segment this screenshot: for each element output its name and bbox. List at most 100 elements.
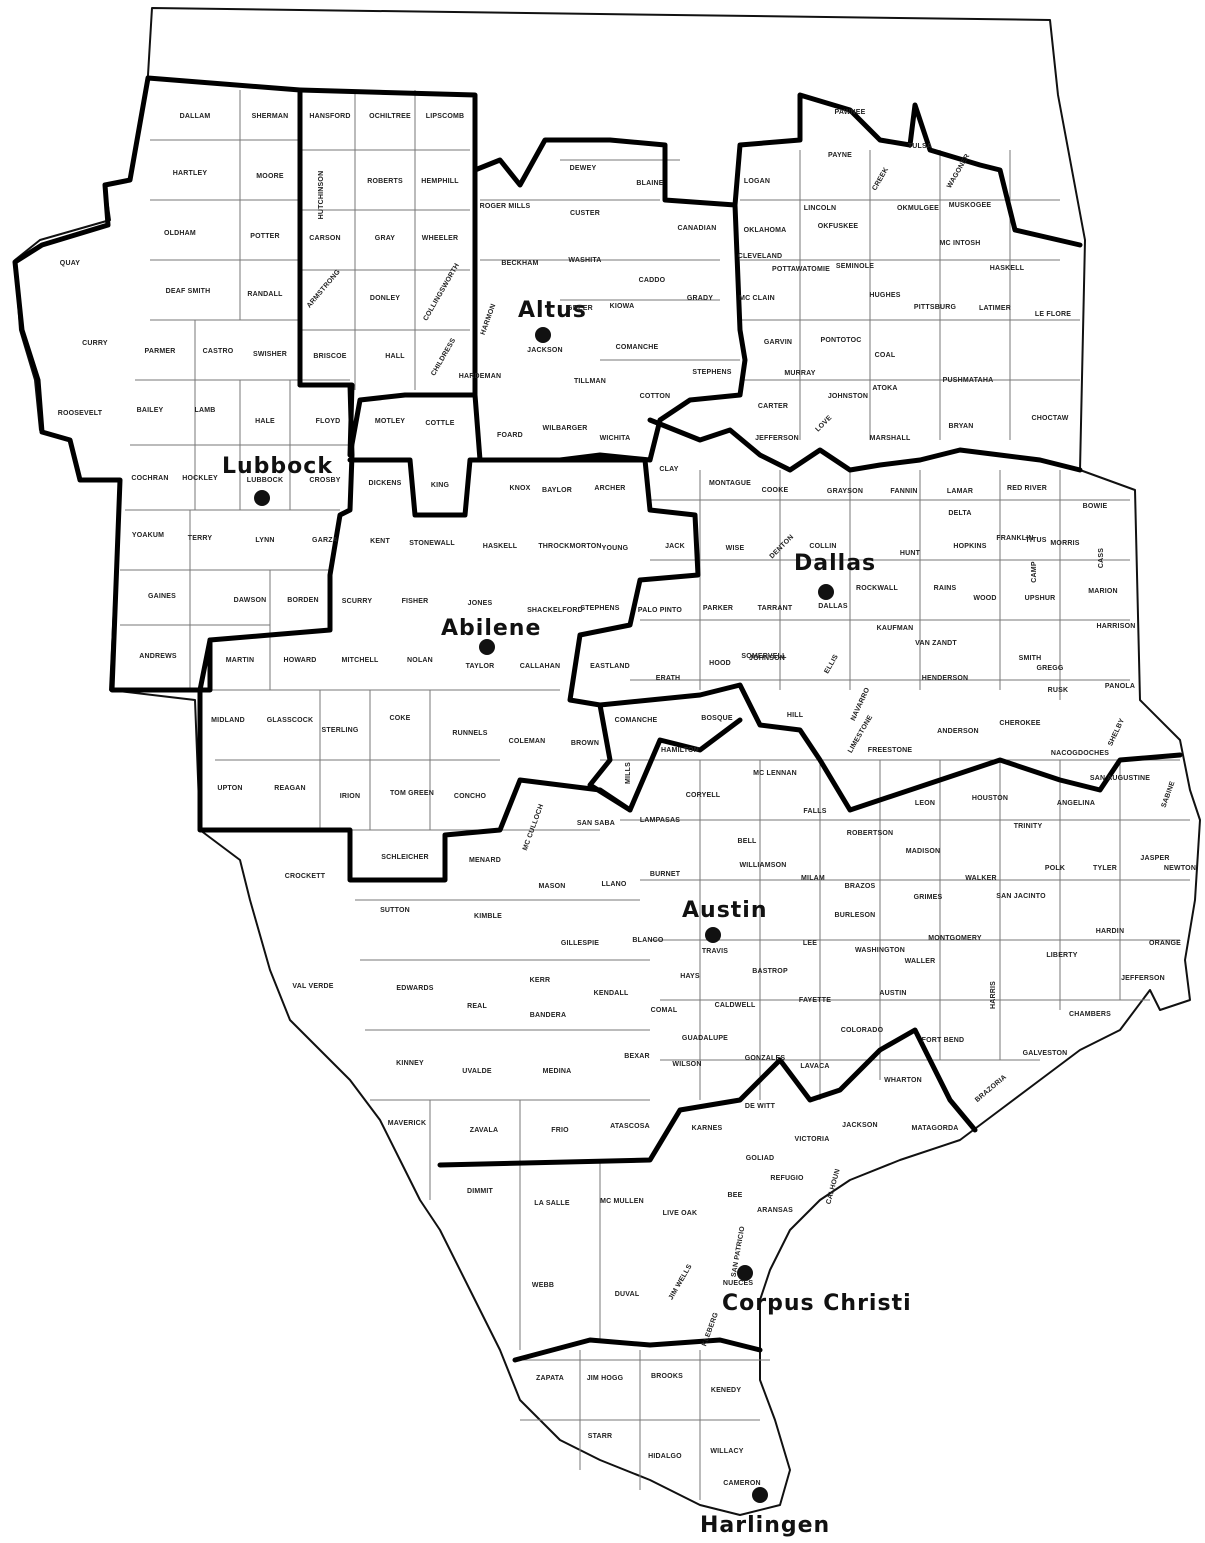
county-label: MC CURTAIN <box>0 0 23 2</box>
county-label: GRADY <box>687 295 713 302</box>
oklahoma-border-boundary <box>647 417 1083 473</box>
county-label: JASPER <box>1140 855 1169 862</box>
county-label: GLASSCOCK <box>267 717 314 724</box>
county-label: MATAGORDA <box>911 1125 958 1132</box>
city-label-altus: Altus <box>518 298 587 323</box>
county-label: BURNET <box>650 871 681 878</box>
city-markers <box>254 327 834 1503</box>
county-label: MC CULLOCH <box>522 803 545 851</box>
county-label: GUADALUPE <box>682 1035 728 1042</box>
county-label: ZAVALA <box>470 1127 499 1134</box>
county-label: IRION <box>340 793 360 800</box>
county-label: LIVE OAK <box>663 1210 698 1217</box>
county-label: CALDWELL <box>715 1002 756 1009</box>
county-label: JACK <box>665 543 685 550</box>
county-label: TRINITY <box>1014 823 1043 830</box>
city-label-abilene: Abilene <box>441 616 541 641</box>
county-label: PITTSBURG <box>914 304 957 311</box>
city-labels: Altus Lubbock Abilene Dallas Austin Corp… <box>222 298 911 1538</box>
county-label: CHAMBERS <box>1069 1011 1111 1018</box>
county-label: BECKHAM <box>501 260 538 267</box>
county-label: JIM WELLS <box>668 1263 694 1301</box>
county-label: HENDERSON <box>922 675 969 682</box>
county-label: KIMBLE <box>474 913 502 920</box>
county-label: COLLINGSWORTH <box>422 262 461 322</box>
county-label: LATIMER <box>979 305 1011 312</box>
county-label: SOMERVELL <box>741 653 787 660</box>
county-label: REAL <box>467 1003 487 1010</box>
county-label: BEXAR <box>624 1053 650 1060</box>
county-label: HOPKINS <box>953 543 986 550</box>
corpus-region-boundary <box>512 1337 763 1363</box>
county-label: OCHILTREE <box>369 113 411 120</box>
county-label: CLAY <box>659 466 678 473</box>
county-label: CASS <box>1098 548 1105 568</box>
county-label: KENEDY <box>711 1387 742 1394</box>
county-label: MUSKOGEE <box>949 202 992 209</box>
county-label: CADDO <box>639 277 666 284</box>
county-label: FORT BEND <box>922 1037 965 1044</box>
county-label: KINNEY <box>396 1060 424 1067</box>
county-label: BLANCO <box>632 937 663 944</box>
county-label: COMANCHE <box>615 717 658 724</box>
county-label: AUSTIN <box>879 990 906 997</box>
county-label: LAMB <box>194 407 215 414</box>
county-label: SCHLEICHER <box>381 854 429 861</box>
county-label: ANDREWS <box>139 653 177 660</box>
county-label: CHEROKEE <box>999 720 1040 727</box>
county-label: POTTER <box>250 233 280 240</box>
county-label: FISHER <box>402 598 429 605</box>
county-label: JEFFERSON <box>755 435 799 442</box>
austin-marker <box>705 927 721 943</box>
county-label: SUTTON <box>380 907 410 914</box>
county-label: CROCKETT <box>285 873 326 880</box>
county-label: COMANCHE <box>616 344 659 351</box>
region-boundaries <box>12 75 1183 1363</box>
county-label: WALLER <box>905 958 936 965</box>
county-label: HARDIN <box>1096 928 1124 935</box>
county-label: BOSQUE <box>701 715 733 722</box>
county-label: HARTLEY <box>173 170 208 177</box>
county-label: ANGELINA <box>1057 800 1095 807</box>
county-label: WHEELER <box>422 235 458 242</box>
county-label: MENARD <box>469 857 501 864</box>
county-label: STEPHENS <box>580 605 619 612</box>
county-label: FAYETTE <box>799 997 831 1004</box>
county-label: NACOGDOCHES <box>1051 750 1109 757</box>
county-label: COLLIN <box>809 543 836 550</box>
city-label-harlingen: Harlingen <box>700 1513 830 1538</box>
county-label: KIOWA <box>610 303 635 310</box>
county-label: JIM HOGG <box>587 1375 624 1382</box>
county-label: GREGG <box>1036 665 1063 672</box>
county-label: FLOYD <box>316 418 341 425</box>
county-label: ROBERTSON <box>847 830 894 837</box>
county-label: MORRIS <box>1050 540 1079 547</box>
county-label: MASON <box>538 883 565 890</box>
county-label: GARVIN <box>764 339 792 346</box>
county-label: HILL <box>787 712 804 719</box>
harlingen-marker <box>752 1487 768 1503</box>
county-label: BRISCOE <box>313 353 346 360</box>
county-label: TERRY <box>188 535 213 542</box>
county-label: RANDALL <box>247 291 283 298</box>
county-label: LAMAR <box>947 488 973 495</box>
county-label: CHILDRESS <box>430 337 457 377</box>
county-label: WICHITA <box>600 435 631 442</box>
county-label: VICTORIA <box>795 1136 830 1143</box>
abilene-marker <box>479 639 495 655</box>
county-label: BOWIE <box>1083 503 1108 510</box>
county-label: CARSON <box>309 235 341 242</box>
county-label: ARCHER <box>594 485 625 492</box>
county-label: CANADIAN <box>678 225 717 232</box>
county-label: YOAKUM <box>132 532 164 539</box>
county-label: FALLS <box>803 808 826 815</box>
county-label: LUBBOCK <box>247 477 283 484</box>
county-label: MITCHELL <box>342 657 380 664</box>
county-label: TULSA <box>908 143 932 150</box>
county-label: HARRISON <box>1097 623 1136 630</box>
county-label: DE WITT <box>745 1103 776 1110</box>
county-label: HARDEMAN <box>459 373 501 380</box>
county-label: GRAY <box>375 235 396 242</box>
county-label: KENT <box>370 538 390 545</box>
